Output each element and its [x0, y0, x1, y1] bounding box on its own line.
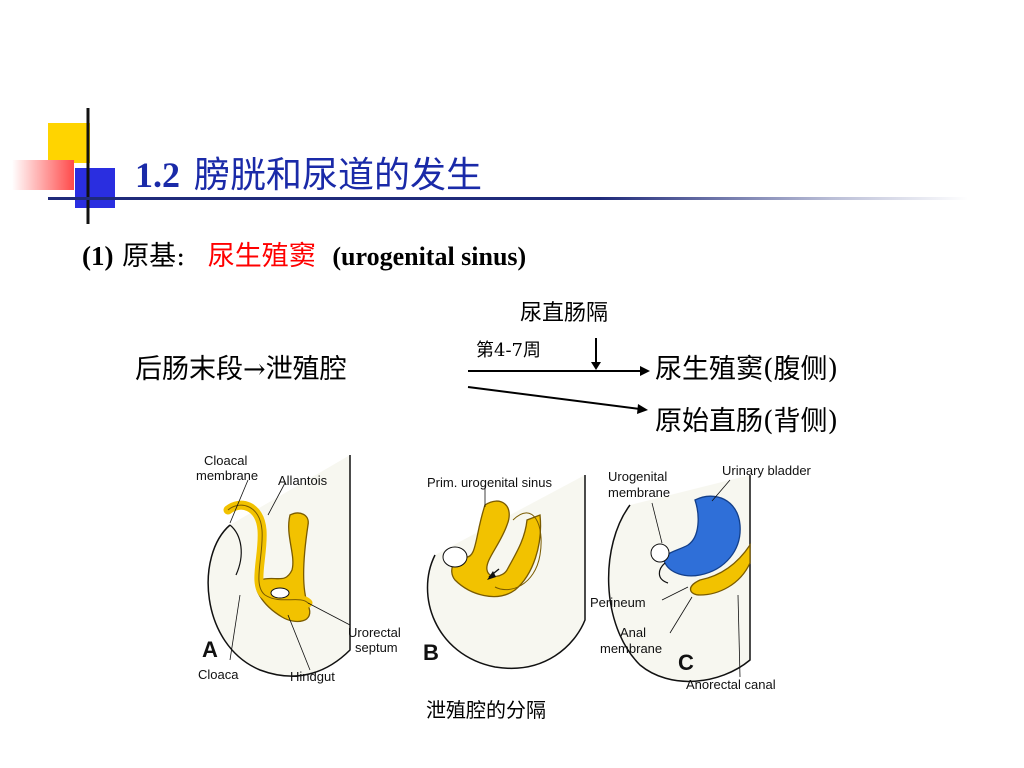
ventral-arrowhead: [640, 366, 650, 376]
subheading: (1) 原基: 尿生殖窦 (urogenital sinus): [82, 234, 526, 273]
septum-label: 尿直肠隔: [520, 301, 609, 326]
panel-b: B Prim. urogenital sinus: [423, 475, 586, 670]
panel-c-letter: C: [678, 650, 694, 675]
label-anorectal-canal: Anorectal canal: [686, 677, 776, 692]
dorsal-arrowhead: [637, 404, 648, 414]
panel-a-letter: A: [202, 637, 218, 662]
label-perineum: Perineum: [590, 595, 646, 610]
label-allantois: Allantois: [278, 473, 328, 488]
deco-red-bar: [12, 160, 74, 190]
deco-blue-square: [75, 168, 115, 208]
label-urinary-bladder: Urinary bladder: [722, 463, 812, 478]
label-urorectal-2: septum: [355, 640, 398, 655]
label-cloacal-membrane-1: Cloacal: [204, 453, 247, 468]
label-anal-membrane-1: Anal: [620, 625, 646, 640]
septum-arrowhead: [591, 362, 601, 370]
label-urogenital-membrane-1: Urogenital: [608, 469, 667, 484]
panel-a: A Cloacal membrane Allantois Urorectal s…: [196, 453, 401, 684]
label-hindgut: Hindgut: [290, 669, 335, 684]
title-text: 膀胱和尿道的发生: [194, 155, 483, 196]
weeks-label: 第4-7周: [476, 340, 541, 361]
label-urorectal-1: Urorectal: [348, 625, 401, 640]
title-number: 1.2: [135, 155, 180, 195]
title-underline: [48, 197, 968, 200]
label-anal-membrane-2: membrane: [600, 641, 662, 656]
panel-c: C Urogenital membrane Urinary bladder Pe…: [590, 463, 812, 692]
flow-dorsal: 原始直肠(背侧): [655, 406, 839, 437]
subhead-term: 尿生殖窦: [207, 241, 316, 272]
page-title: 1.2 膀胱和尿道的发生: [135, 146, 482, 198]
title-decoration: [12, 108, 115, 224]
panel-b-letter: B: [423, 640, 439, 665]
flow-arrows: [467, 338, 650, 414]
label-cloaca: Cloaca: [198, 667, 239, 682]
subhead-label: 原基:: [122, 241, 186, 272]
label-urogenital-membrane-2: membrane: [608, 485, 670, 500]
figure-caption: 泄殖腔的分隔: [426, 698, 546, 722]
subhead-prefix: (1): [82, 241, 114, 271]
flow-ventral: 尿生殖窦(腹侧): [655, 354, 839, 385]
dorsal-arrow: [467, 386, 641, 410]
label-prim-sinus: Prim. urogenital sinus: [427, 475, 552, 490]
deco-yellow-square: [48, 123, 90, 163]
label-cloacal-membrane-2: membrane: [196, 468, 258, 483]
cloaca-division-figure: A Cloacal membrane Allantois Urorectal s…: [196, 453, 812, 692]
flow-source: 后肠末段→泄殖腔: [135, 354, 347, 385]
subhead-english: (urogenital sinus): [332, 242, 527, 271]
